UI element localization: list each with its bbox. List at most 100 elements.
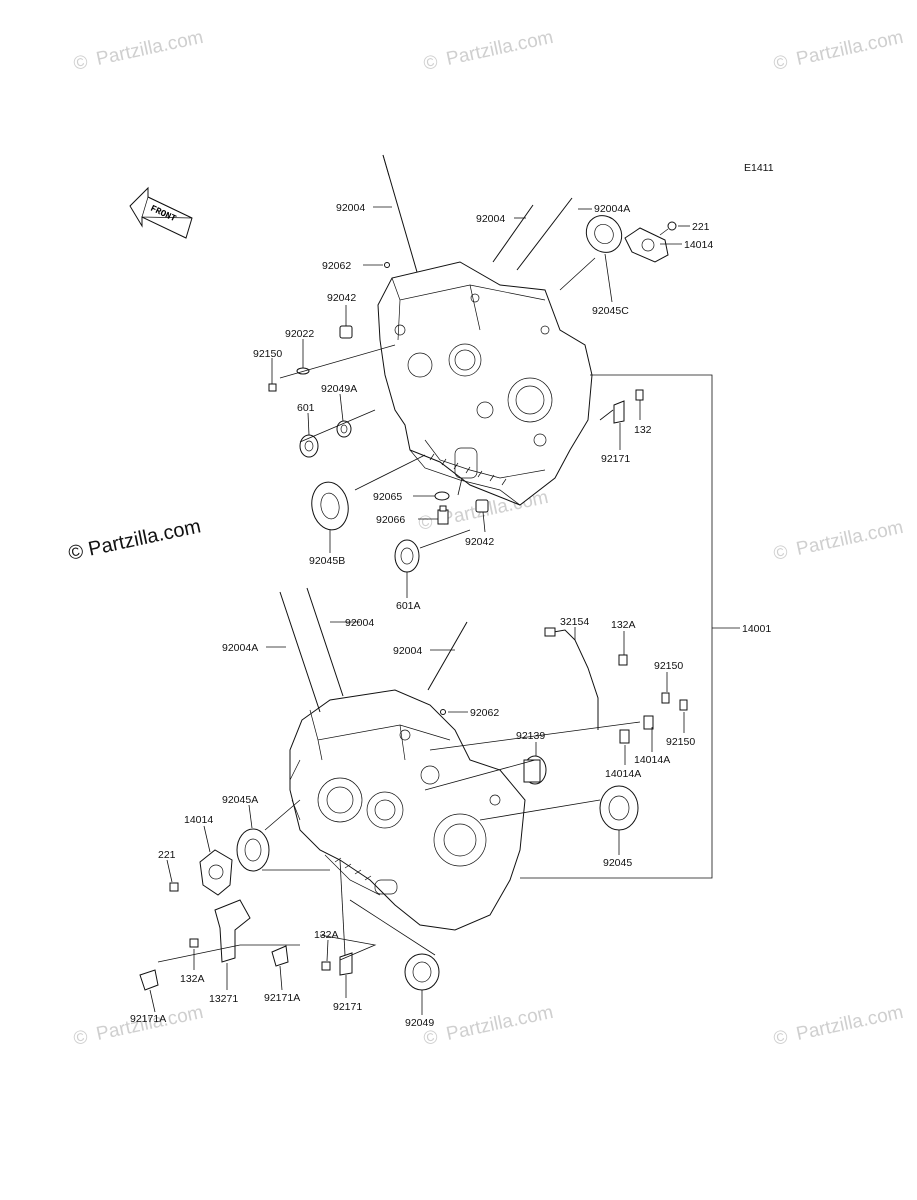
label-92004-mid1: 92004 — [345, 617, 374, 629]
label-92022: 92022 — [285, 328, 314, 340]
label-92171A-left: 92171A — [130, 1013, 166, 1025]
lower-crankcase-half — [289, 689, 526, 931]
label-221-bottom: 221 — [158, 849, 176, 861]
label-14014-top: 14014 — [684, 239, 713, 251]
label-32154: 32154 — [560, 616, 589, 628]
cover-14014-bottom — [199, 849, 233, 896]
plug-92066 — [437, 505, 449, 525]
label-92171-top: 92171 — [601, 453, 630, 465]
bolt-132A-right — [618, 654, 628, 666]
plate-92171-top — [613, 400, 625, 424]
stud-92004A-lower — [279, 591, 321, 713]
label-14014A-r1: 14014A — [634, 754, 670, 766]
clip-92171A-left — [139, 969, 159, 991]
label-92049A: 92049A — [321, 383, 357, 395]
svg-text:© Partzilla.com: © Partzilla.com — [772, 27, 906, 75]
dowel-92042-top — [339, 325, 353, 339]
svg-text:© Partzilla.com: © Partzilla.com — [772, 517, 906, 565]
label-92150-r1: 92150 — [654, 660, 683, 672]
bolt-221-bottom — [169, 882, 179, 892]
bolt-132-top — [635, 389, 644, 401]
svg-text:© Partzilla.com: © Partzilla.com — [772, 1002, 906, 1050]
label-92066: 92066 — [376, 514, 405, 526]
bearing-601A — [394, 539, 420, 573]
clip-92171A-mid — [271, 945, 289, 967]
part-labels: 92004 92004 92004A 221 14014 92062 92045… — [130, 202, 771, 1029]
watermark-text: Partzilla.com — [444, 27, 555, 70]
stud-92004-upper2 — [492, 204, 534, 263]
label-92150-left: 92150 — [253, 348, 282, 360]
dowel-92042-mid — [475, 499, 489, 513]
bearing-92045A — [236, 828, 270, 872]
bolt-132A-bottom — [321, 961, 331, 971]
stud-92004-upper — [382, 154, 418, 273]
watermark-text: Partzilla.com — [794, 27, 905, 70]
label-92045: 92045 — [603, 857, 632, 869]
label-92062-top: 92062 — [322, 260, 351, 272]
collar-14014A-r1 — [643, 715, 654, 730]
label-132-top: 132 — [634, 424, 652, 436]
watermark-text: Partzilla.com — [794, 1002, 905, 1045]
watermark-main: © Partzilla.com — [66, 515, 202, 565]
bolt-132A-left — [189, 938, 199, 948]
pipe-32154 — [544, 627, 599, 730]
label-92045B: 92045B — [309, 555, 345, 567]
svg-text:© Partzilla.com: © Partzilla.com — [72, 1002, 206, 1050]
watermark-copyright: © — [772, 1026, 790, 1049]
svg-text:© Partzilla.com: © Partzilla.com — [72, 27, 206, 75]
label-92045A: 92045A — [222, 794, 258, 806]
watermark-copyright: © — [422, 1026, 440, 1049]
svg-text:© Partzilla.com: © Partzilla.com — [422, 27, 556, 75]
label-14001: 14001 — [742, 623, 771, 635]
label-132A-bottom: 132A — [314, 929, 339, 941]
stud-92004A-upper — [516, 197, 573, 271]
bolt-92150-left — [268, 383, 277, 392]
washer-92065 — [434, 491, 450, 501]
dowel-92062-mid — [440, 709, 446, 715]
diagram-id: E1411 — [744, 162, 774, 174]
label-92139: 92139 — [516, 730, 545, 742]
watermark-copyright: © — [772, 541, 790, 564]
watermark-copyright: © — [72, 51, 90, 74]
label-601A: 601A — [396, 600, 421, 612]
label-221-top: 221 — [692, 221, 710, 233]
bearing-92045 — [599, 785, 639, 831]
cover-14014-top — [624, 227, 669, 263]
label-92062-mid: 92062 — [470, 707, 499, 719]
bolt-92150-r2 — [679, 699, 688, 711]
label-14014A-r2: 14014A — [605, 768, 641, 780]
label-92042-mid: 92042 — [465, 536, 494, 548]
label-92004A-top: 92004A — [594, 203, 630, 215]
plate-92171-bottom — [339, 952, 353, 976]
seal-92049 — [404, 953, 440, 991]
label-92004-top: 92004 — [336, 202, 365, 214]
svg-text:© Partzilla.com: © Partzilla.com — [422, 1002, 556, 1050]
sleeve-92139 — [523, 755, 547, 785]
label-132A-left: 132A — [180, 973, 205, 985]
watermark-copyright: © — [422, 51, 440, 74]
bolt-221-top — [659, 221, 677, 236]
bracket-13271 — [214, 899, 251, 963]
watermark-copyright: © — [772, 51, 790, 74]
label-92004A-mid: 92004A — [222, 642, 258, 654]
collar-14014A-r2 — [619, 729, 630, 744]
stud-92004-lower2 — [427, 621, 468, 691]
label-92004-mid2: 92004 — [393, 645, 422, 657]
label-13271: 13271 — [209, 993, 238, 1005]
watermark-copyright: © — [417, 511, 435, 534]
label-92049: 92049 — [405, 1017, 434, 1029]
label-92171-bottom: 92171 — [333, 1001, 362, 1013]
watermark-text: Partzilla.com — [94, 27, 205, 70]
leader-lines — [149, 206, 740, 1015]
label-14014-bottom: 14014 — [184, 814, 213, 826]
label-92171A-mid: 92171A — [264, 992, 300, 1004]
front-arrow-icon: FRONT — [129, 186, 193, 239]
label-92045C: 92045C — [592, 305, 629, 317]
bearing-92045B — [311, 481, 349, 531]
dowel-92062-top — [384, 262, 390, 268]
stud-92004-lower1 — [306, 587, 344, 697]
watermark-copyright: © — [72, 1026, 90, 1049]
label-92065: 92065 — [373, 491, 402, 503]
label-601: 601 — [297, 402, 315, 414]
